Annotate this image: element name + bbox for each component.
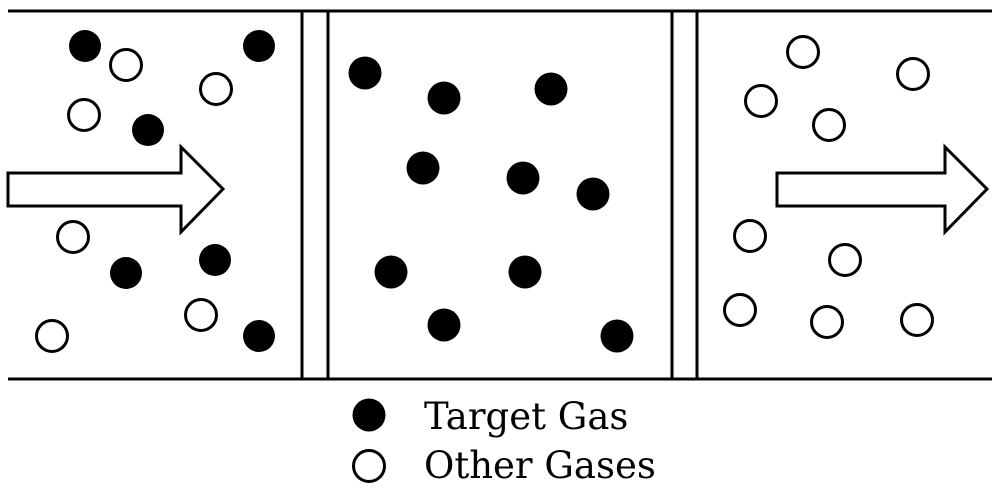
other-gas-molecule: [812, 108, 846, 142]
right-arrow-icon: [775, 143, 990, 236]
target-gas-molecule: [427, 81, 461, 115]
legend-target-gas-label: Target Gas: [424, 395, 628, 438]
target-gas-molecule: [374, 255, 408, 289]
right-arrow-icon: [6, 143, 226, 236]
other-gas-molecule: [67, 98, 101, 132]
target-gas-molecule: [69, 30, 101, 62]
other-gas-molecule: [199, 72, 233, 106]
target-gas-molecule: [508, 255, 542, 289]
target-gas-molecule: [243, 30, 275, 62]
other-gas-molecule: [733, 219, 767, 253]
other-gas-molecule: [56, 220, 90, 254]
outlet-chamber: [723, 35, 990, 339]
other-gas-molecule: [900, 303, 934, 337]
chamber-frame: [8, 9, 992, 381]
target-gas-molecule: [576, 177, 610, 211]
target-gas-molecule: [534, 72, 568, 106]
other-gas-molecule: [184, 298, 218, 332]
membrane-chamber: [348, 56, 634, 353]
target-gas-molecule: [506, 161, 540, 195]
target-gas-molecule: [406, 151, 440, 185]
legend-other-gases: Other Gases: [352, 444, 656, 487]
hollow-circle-icon: [352, 449, 386, 483]
legend-target-gas: Target Gas: [352, 395, 628, 438]
other-gas-molecule: [896, 57, 930, 91]
other-gas-molecule: [35, 319, 69, 353]
other-gas-molecule: [744, 84, 778, 118]
legend: Target Gas Other Gases: [352, 395, 656, 487]
target-gas-molecule: [243, 320, 275, 352]
target-gas-molecule: [132, 114, 164, 146]
target-gas-molecule: [348, 56, 382, 90]
other-gas-molecule: [723, 293, 757, 327]
target-gas-molecule: [427, 308, 461, 342]
target-gas-molecule: [600, 319, 634, 353]
other-gas-molecule: [786, 35, 820, 69]
legend-other-gases-label: Other Gases: [424, 444, 656, 487]
inlet-chamber: [6, 30, 275, 353]
other-gas-molecule: [810, 305, 844, 339]
target-gas-molecule: [199, 244, 231, 276]
other-gas-molecule: [109, 48, 143, 82]
other-gas-molecule: [828, 243, 862, 277]
target-gas-molecule: [110, 257, 142, 289]
filled-circle-icon: [352, 398, 386, 432]
